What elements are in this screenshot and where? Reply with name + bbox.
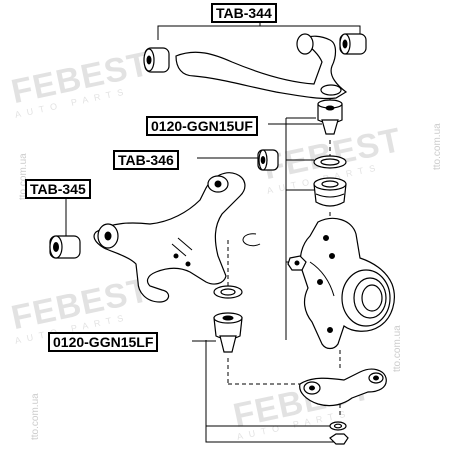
label-tab-345[interactable]: TAB-345	[25, 179, 91, 199]
washer-bottom	[329, 421, 347, 431]
upper-ball-joint	[317, 99, 343, 135]
seal-ring	[313, 155, 347, 169]
leader-lines	[65, 20, 361, 443]
upper-arm-bushing-right	[339, 33, 367, 55]
nut-bottom	[329, 433, 349, 445]
dust-boot	[313, 177, 347, 207]
lower-arm-ring	[213, 285, 243, 299]
tab345-bushing	[49, 235, 81, 259]
steering-arm	[299, 368, 387, 407]
lower-ball-joint	[213, 312, 243, 353]
snap-ring	[242, 233, 261, 247]
steering-knuckle	[299, 217, 395, 350]
tab346-bushing	[257, 149, 279, 171]
castle-nut-upper	[287, 255, 307, 271]
lower-control-arm	[93, 172, 246, 303]
label-tab-344[interactable]: TAB-344	[211, 3, 277, 23]
upper-control-arm	[175, 33, 348, 100]
label-0120-ggn15lf[interactable]: 0120-GGN15LF	[48, 332, 159, 352]
label-tab-346[interactable]: TAB-346	[113, 150, 179, 170]
upper-arm-bushing-left	[143, 47, 170, 73]
label-0120-ggn15uf[interactable]: 0120-GGN15UF	[146, 116, 258, 136]
